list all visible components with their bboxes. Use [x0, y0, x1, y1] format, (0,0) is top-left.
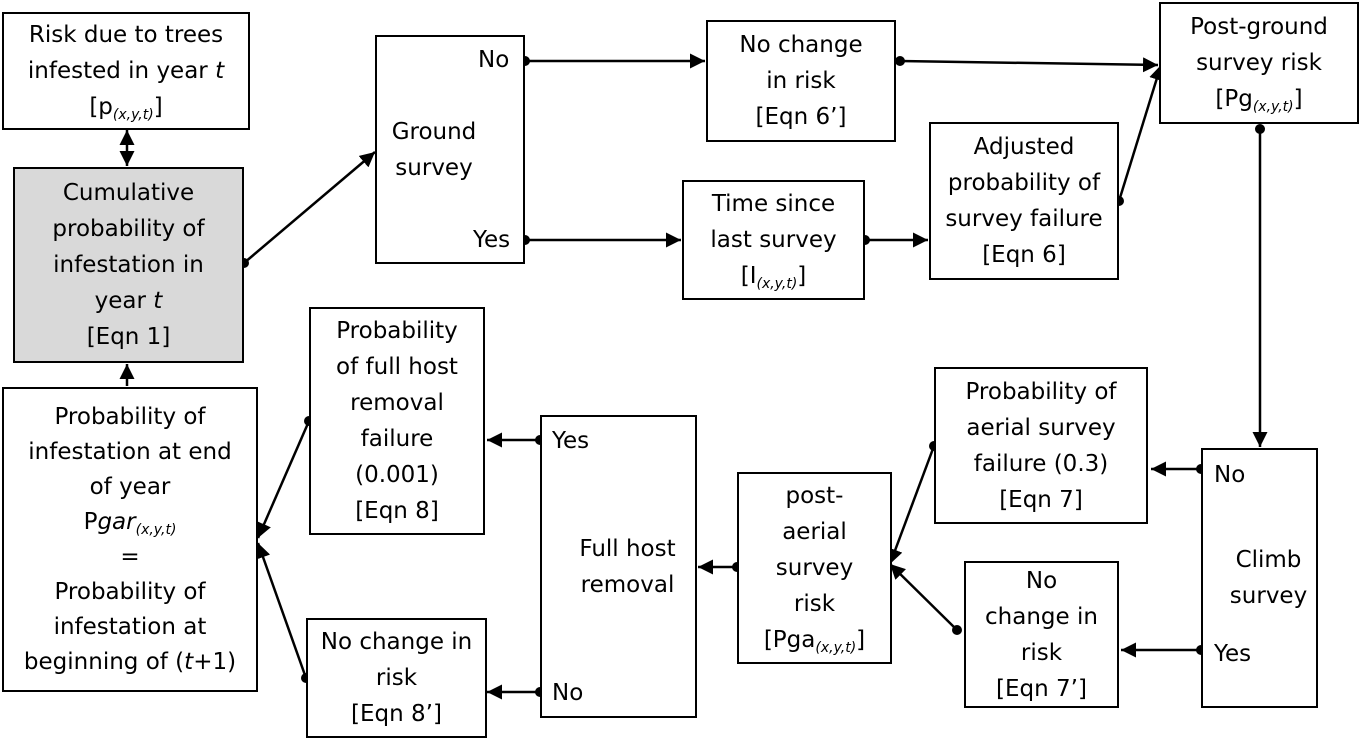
text-line: Probability of: [54, 578, 206, 605]
text-line: aerial survey: [966, 414, 1116, 441]
text-line: risk: [1020, 639, 1063, 666]
box-post-aerial-survey-risk: post- aerial survey risk [Pga(x,y,t)]: [737, 472, 892, 664]
text-line: =: [120, 543, 140, 570]
label-removal-no: No: [552, 680, 584, 706]
box-full-host-removal: Full host removal: [540, 415, 697, 718]
text-line: No change in: [320, 629, 473, 655]
box-no-change-eqn7p: No change in risk [Eqn 7’]: [964, 561, 1119, 708]
text-line: removal: [350, 390, 444, 416]
box-risk-trees-infested: Risk due to trees infested in year t [p(…: [2, 12, 250, 130]
text-line: survey: [1229, 583, 1308, 609]
text-line: in risk: [766, 68, 836, 94]
text-line: Time since: [711, 191, 836, 217]
box-time-since-last-survey: Time since last survey [I(x,y,t)]: [682, 180, 865, 300]
text-line: survey: [775, 555, 854, 581]
text-line: failure (0.3): [973, 450, 1109, 477]
box-adjusted-probability: Adjusted probability of survey failure […: [929, 122, 1119, 280]
text-line: [Pg(x,y,t)]: [1215, 86, 1303, 115]
arrow-nochange6-to-postground: [899, 57, 1159, 73]
box-post-ground-survey-risk: Post-ground survey risk [Pg(x,y,t)]: [1159, 2, 1359, 124]
box-ground-survey: Ground survey: [375, 35, 525, 264]
text-line: [p(x,y,t)]: [89, 94, 163, 123]
text-line: of year: [89, 473, 171, 500]
box-cumulative-probability: Cumulative probability of infestation in…: [13, 167, 244, 363]
text-line: [Eqn 7]: [999, 486, 1083, 513]
text-line: No: [1025, 567, 1058, 594]
text-line: [Eqn 8’]: [351, 701, 442, 727]
box-probability-end-of-year: Probability of infestation at end of yea…: [2, 387, 258, 692]
text-line: [Pga(x,y,t)]: [763, 627, 866, 656]
box-removal-failure: Probability of full host removal failure…: [309, 307, 485, 535]
text-line: failure: [360, 426, 434, 452]
text-line: (0.001): [355, 462, 439, 488]
text-line: probability of: [947, 170, 1101, 196]
text-line: [Eqn 6’]: [755, 104, 847, 130]
text-line: infested in year t: [27, 58, 225, 84]
arrow-nochange8-to-end: [255, 542, 308, 679]
text-line: Adjusted: [973, 134, 1075, 160]
text-line: of full host: [336, 354, 458, 380]
text-line: Ground: [391, 118, 477, 145]
text-line: Risk due to trees: [28, 22, 224, 48]
arrow-cumulative-to-ground: [243, 151, 376, 264]
arrow-nochange7-to-postaerial: [889, 563, 958, 631]
text-line: [Eqn 1]: [86, 324, 171, 350]
text-line: change in: [985, 603, 1098, 630]
text-line: removal: [580, 571, 675, 598]
text-line: survey risk: [1196, 50, 1322, 76]
box-no-change-eqn6p: No change in risk [Eqn 6’]: [706, 20, 896, 142]
text-line: Cumulative: [62, 180, 195, 206]
text-line: [I(x,y,t)]: [740, 263, 807, 292]
text-line: year t: [94, 288, 163, 314]
box-aerial-survey-failure: Probability of aerial survey failure (0.…: [934, 367, 1148, 524]
arrow-adjusted-to-postground: [1117, 64, 1164, 202]
label-removal-yes: Yes: [552, 428, 590, 454]
text-line: infestation in: [53, 252, 204, 278]
box-no-change-eqn8p: No change in risk [Eqn 8’]: [306, 618, 487, 738]
text-line: infestation at end: [28, 438, 232, 465]
text-line: aerial: [782, 519, 847, 545]
arrow-aerialfail-to-postaerial: [888, 445, 936, 565]
label-climb-no: No: [1214, 462, 1246, 488]
text-line: Climb: [1235, 547, 1302, 573]
text-line: Pgar(x,y,t): [83, 508, 177, 538]
text-line: Probability of: [965, 378, 1117, 405]
text-line: beginning of (t+1): [23, 648, 237, 675]
label-climb-yes: Yes: [1214, 641, 1252, 667]
text-line: [Eqn 7’]: [996, 675, 1087, 702]
text-line: Full host: [579, 535, 676, 562]
text-line: risk: [793, 591, 836, 617]
text-line: Post-ground: [1190, 14, 1328, 40]
text-line: Probability of: [54, 403, 206, 430]
dot-nochange7-out: [952, 625, 962, 635]
text-line: Probability: [336, 318, 458, 344]
text-line: post-: [785, 483, 844, 509]
text-line: last survey: [710, 227, 837, 253]
box-climb-survey: Climb survey: [1201, 448, 1318, 708]
text-line: survey failure: [945, 206, 1103, 232]
arrow-removalfail-to-end: [256, 420, 311, 539]
dot-nochange6-out: [895, 56, 905, 66]
text-line: [Eqn 8]: [355, 498, 439, 524]
text-line: No change: [739, 32, 863, 58]
text-line: probability of: [52, 216, 205, 242]
text-line: risk: [375, 665, 418, 691]
text-line: infestation at: [53, 613, 207, 640]
text-line: survey: [395, 154, 473, 181]
text-line: [Eqn 6]: [982, 242, 1066, 268]
label-ground-no: No: [478, 47, 510, 73]
label-ground-yes: Yes: [473, 227, 511, 253]
dot-postground-out: [1255, 124, 1265, 134]
